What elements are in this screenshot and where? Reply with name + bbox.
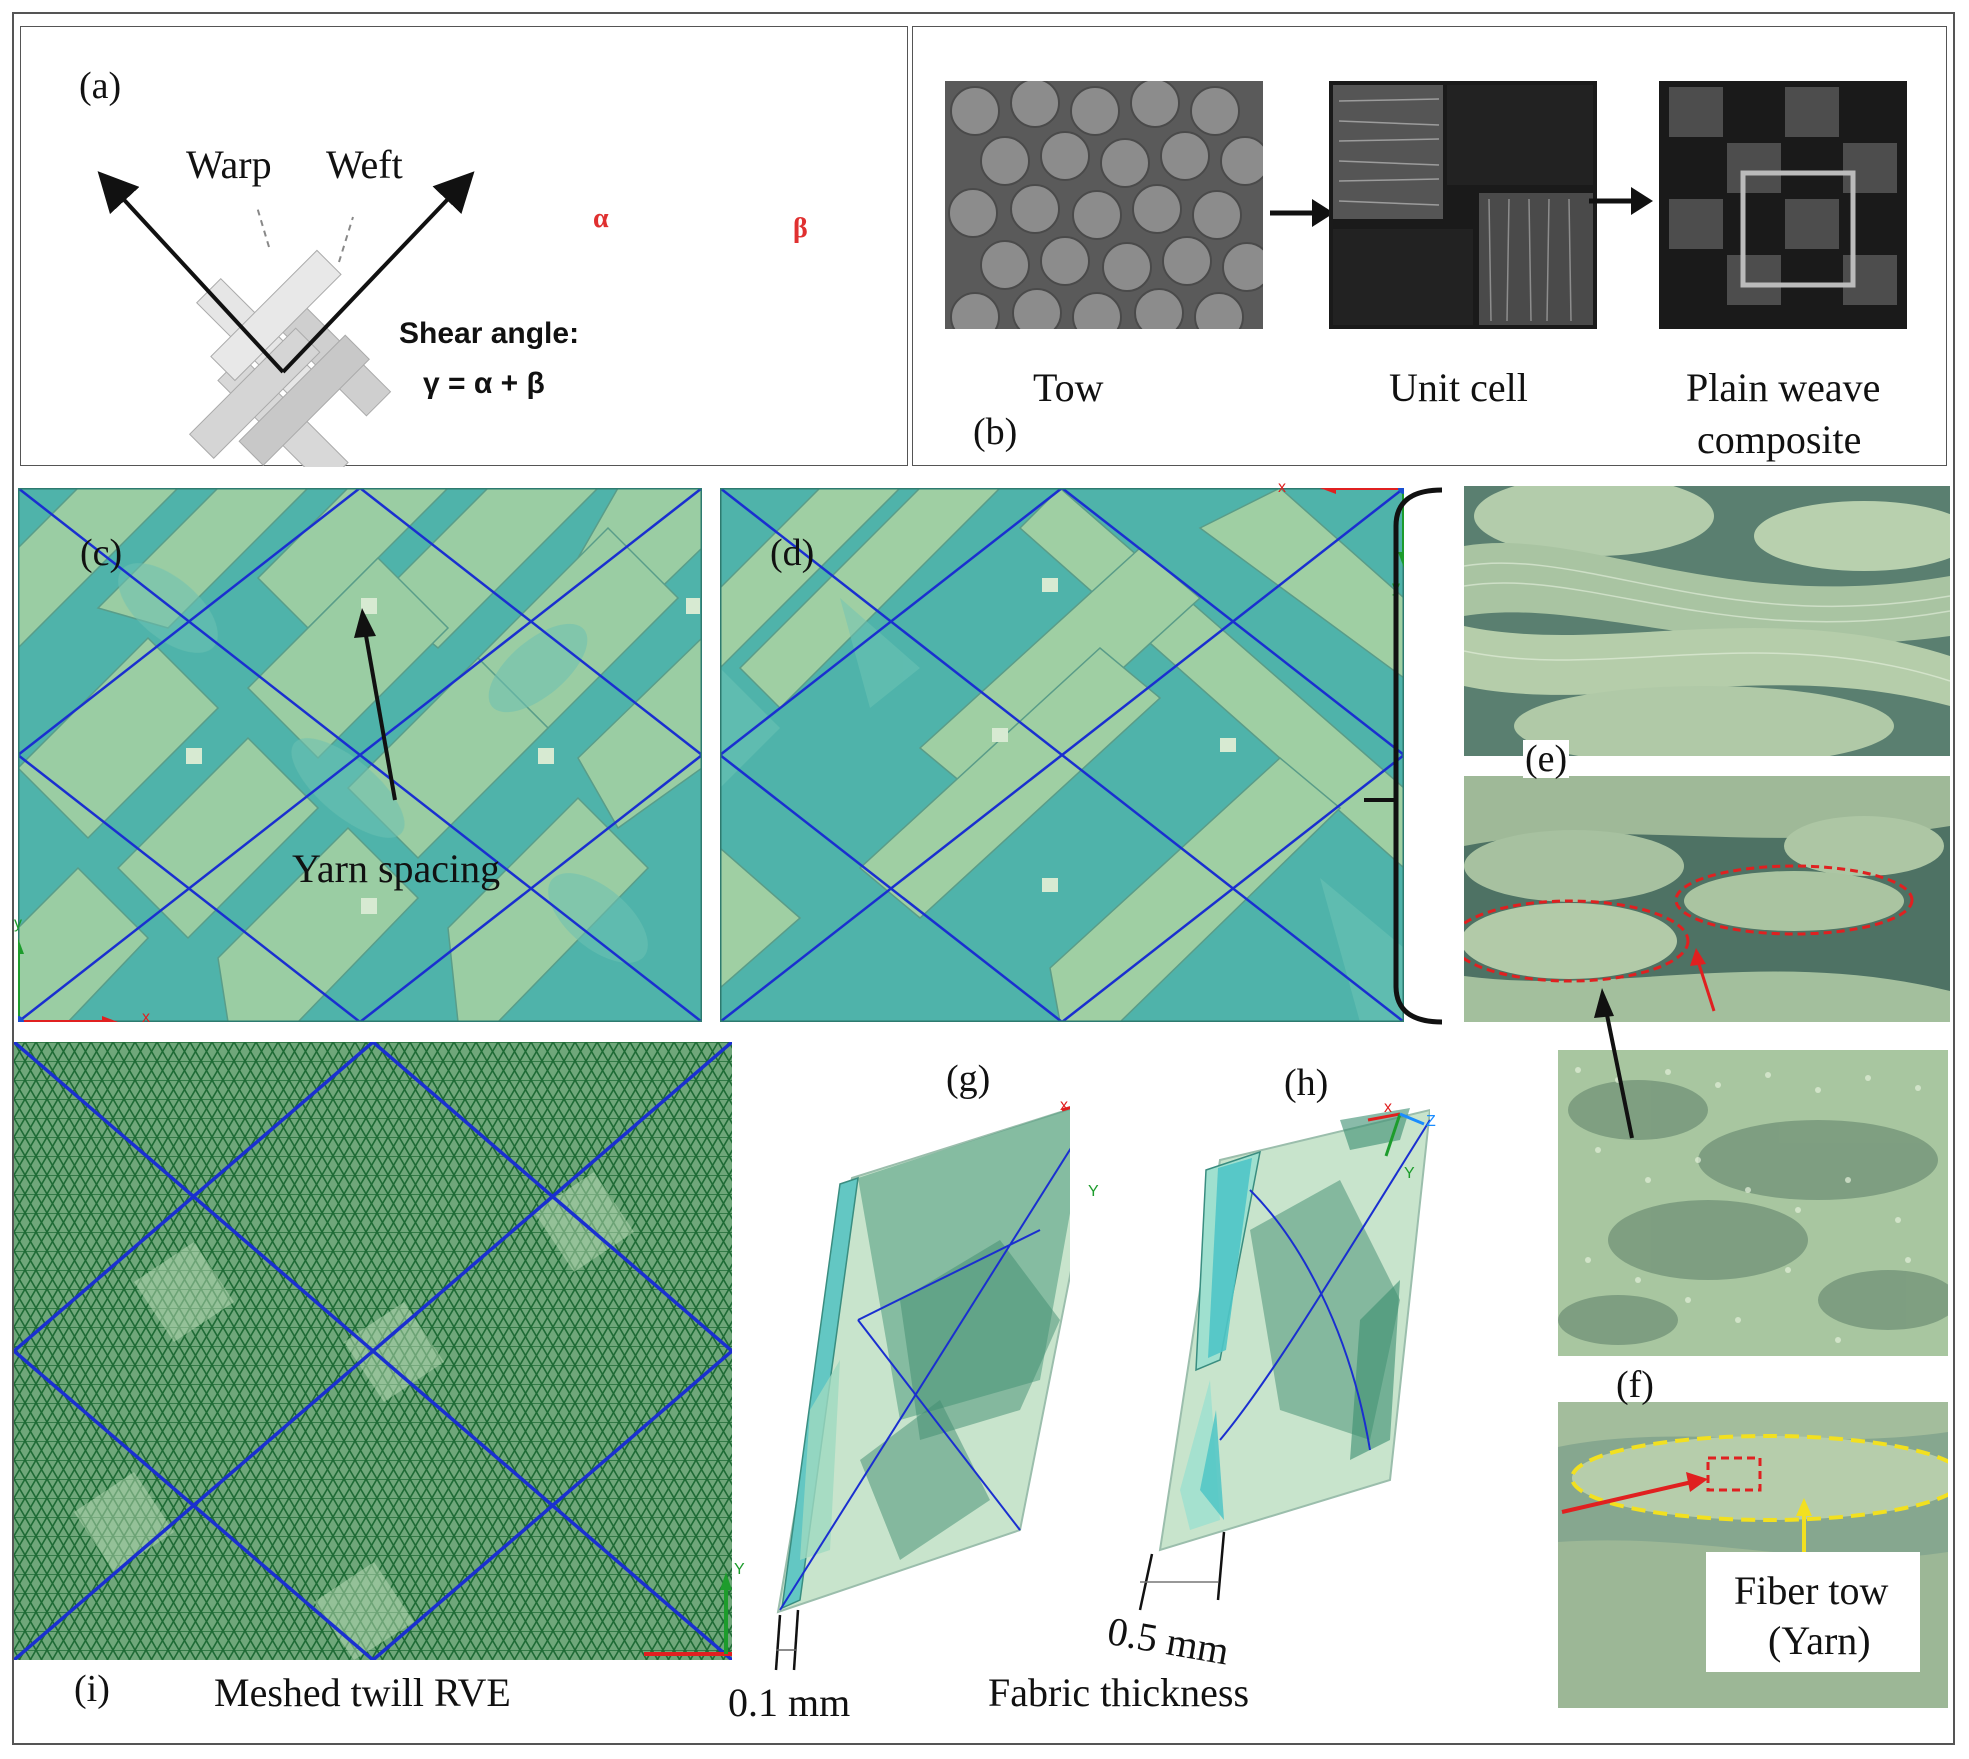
- figure-frame: [12, 12, 1955, 1745]
- panel-f-label: (f): [1616, 1364, 1654, 1406]
- warp-label: Warp: [186, 142, 272, 187]
- fiber-tow-micrograph: Fiber tow (Yarn): [1558, 1402, 1948, 1708]
- panel-e-label: (e): [1523, 738, 1570, 780]
- panel-d-label: (d): [770, 532, 815, 574]
- cross-section-micrograph-top: [1464, 486, 1950, 756]
- unit-cell-caption: Unit cell: [1389, 365, 1528, 410]
- thickness-0-1mm-label: 0.1 mm: [728, 1680, 851, 1725]
- panel-e-bracket: [1364, 487, 1443, 1025]
- panel-g-thin-fabric-3d: [774, 1106, 1070, 1671]
- tow-caption: Tow: [1033, 365, 1104, 410]
- shear-angle-diagram: [97, 171, 475, 467]
- arrow-cell-to-composite: [1589, 187, 1653, 215]
- panel-a-label: (a): [79, 65, 122, 107]
- cross-section-micrograph-bottom: [1464, 776, 1950, 1022]
- beta-label: β: [793, 213, 808, 244]
- panel-b-label: (b): [973, 411, 1018, 453]
- shear-angle-formula: γ = α + β: [423, 367, 545, 400]
- panel-i-axis-y: Y: [734, 1561, 745, 1578]
- arrow-tow-to-cell: [1270, 199, 1334, 227]
- weft-label: Weft: [326, 142, 403, 187]
- panel-a: (a): [20, 26, 908, 467]
- plain-weave-caption-line1: Plain weave: [1686, 365, 1881, 410]
- plain-weave-caption-line2: composite: [1697, 417, 1862, 462]
- unsheared-weave-sketch: [97, 171, 475, 467]
- panel-g-label: (g): [946, 1058, 991, 1100]
- panel-c-axis-y: y: [14, 915, 22, 932]
- panel-i-meshed-rve: [14, 1042, 732, 1660]
- panel-h-label: (h): [1284, 1062, 1329, 1104]
- arrow-f-to-e: [1594, 988, 1634, 1139]
- fiber-tow-label-line2: (Yarn): [1768, 1618, 1871, 1663]
- yarn-spacing-annotation: Yarn spacing: [292, 846, 501, 891]
- panel-c-twill-rve: [18, 488, 702, 1022]
- fabric-thickness-caption: Fabric thickness: [988, 1670, 1250, 1715]
- tow-micrograph: [945, 81, 1263, 329]
- panel-c-label: (c): [80, 532, 123, 574]
- panel-b: Tow Unit cell Plain weave composite (b): [912, 26, 1947, 466]
- panel-h-axis-z: Z: [1426, 1113, 1436, 1130]
- alpha-label: α: [593, 203, 609, 234]
- panel-d-axis-x: x: [1278, 479, 1286, 496]
- meshed-twill-rve-caption: Meshed twill RVE: [214, 1670, 511, 1715]
- panel-h-thick-fabric-3d: [1138, 1108, 1430, 1611]
- unit-cell-micrograph: [1329, 81, 1597, 329]
- fiber-tow-label-line1: Fiber tow: [1734, 1568, 1889, 1613]
- plain-weave-micrograph: [1659, 81, 1907, 329]
- panel-g-axis-y: Y: [1088, 1183, 1099, 1200]
- panel-c-axis-x: x: [142, 1009, 150, 1026]
- panel-i-label: (i): [74, 1668, 110, 1710]
- panel-h-axis-x: x: [1384, 1099, 1392, 1116]
- panel-g-axis-x: x: [1060, 1097, 1068, 1114]
- panel-d-sheared-rve: [720, 488, 1404, 1022]
- shear-angle-title: Shear angle:: [399, 317, 580, 350]
- panel-h-axis-y: Y: [1404, 1165, 1415, 1182]
